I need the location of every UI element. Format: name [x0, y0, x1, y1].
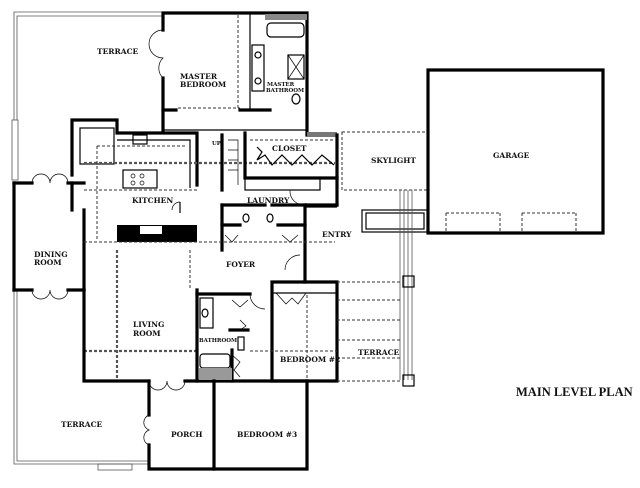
label-master-bedroom: MASTER: [180, 72, 218, 81]
bedroom2-walls: [250, 280, 400, 383]
label-living-room: ROOM: [133, 329, 161, 338]
center-core-walls: [220, 131, 339, 284]
label-dining-room: DINING: [34, 250, 68, 259]
label-bedroom-2: BEDROOM #2: [280, 355, 340, 364]
label-master-bedroom: BEDROOM: [180, 80, 226, 89]
master-suite-walls: [148, 11, 309, 137]
living-foyer-walls: [82, 241, 335, 391]
label-stair-up: UP: [212, 141, 221, 147]
label-closet: CLOSET: [272, 144, 307, 153]
label-kitchen: KITCHEN: [132, 196, 173, 205]
label-master-bathroom: BATHROOM: [266, 88, 304, 94]
label-porch: PORCH: [171, 430, 202, 439]
label-dining-room: ROOM: [34, 258, 62, 267]
label-foyer: FOYER: [226, 260, 256, 269]
dining-walls: [12, 173, 86, 300]
kitchen-walls: [70, 118, 335, 292]
label-terrace-south: TERRACE: [61, 420, 103, 429]
plan-title: MAIN LEVEL PLAN: [516, 385, 633, 399]
label-terrace-east: TERRACE: [358, 348, 400, 357]
label-master-bathroom: MASTER: [267, 82, 295, 88]
garage-walls: [305, 68, 605, 387]
label-terrace-north: TERRACE: [97, 47, 139, 56]
label-entry: ENTRY: [322, 230, 352, 239]
label-garage: GARAGE: [493, 151, 530, 160]
label-bedroom-3: BEDROOM #3: [237, 430, 297, 439]
label-bathroom: BATHROOM: [199, 338, 237, 344]
label-laundry: LAUNDRY: [247, 196, 290, 205]
bathroom-walls: [195, 292, 266, 383]
terrace-outline: [11, 11, 163, 471]
label-living-room: LIVING: [133, 320, 164, 329]
label-skylight: SKYLIGHT: [371, 156, 416, 165]
porch-bedroom3-walls: [143, 379, 309, 471]
